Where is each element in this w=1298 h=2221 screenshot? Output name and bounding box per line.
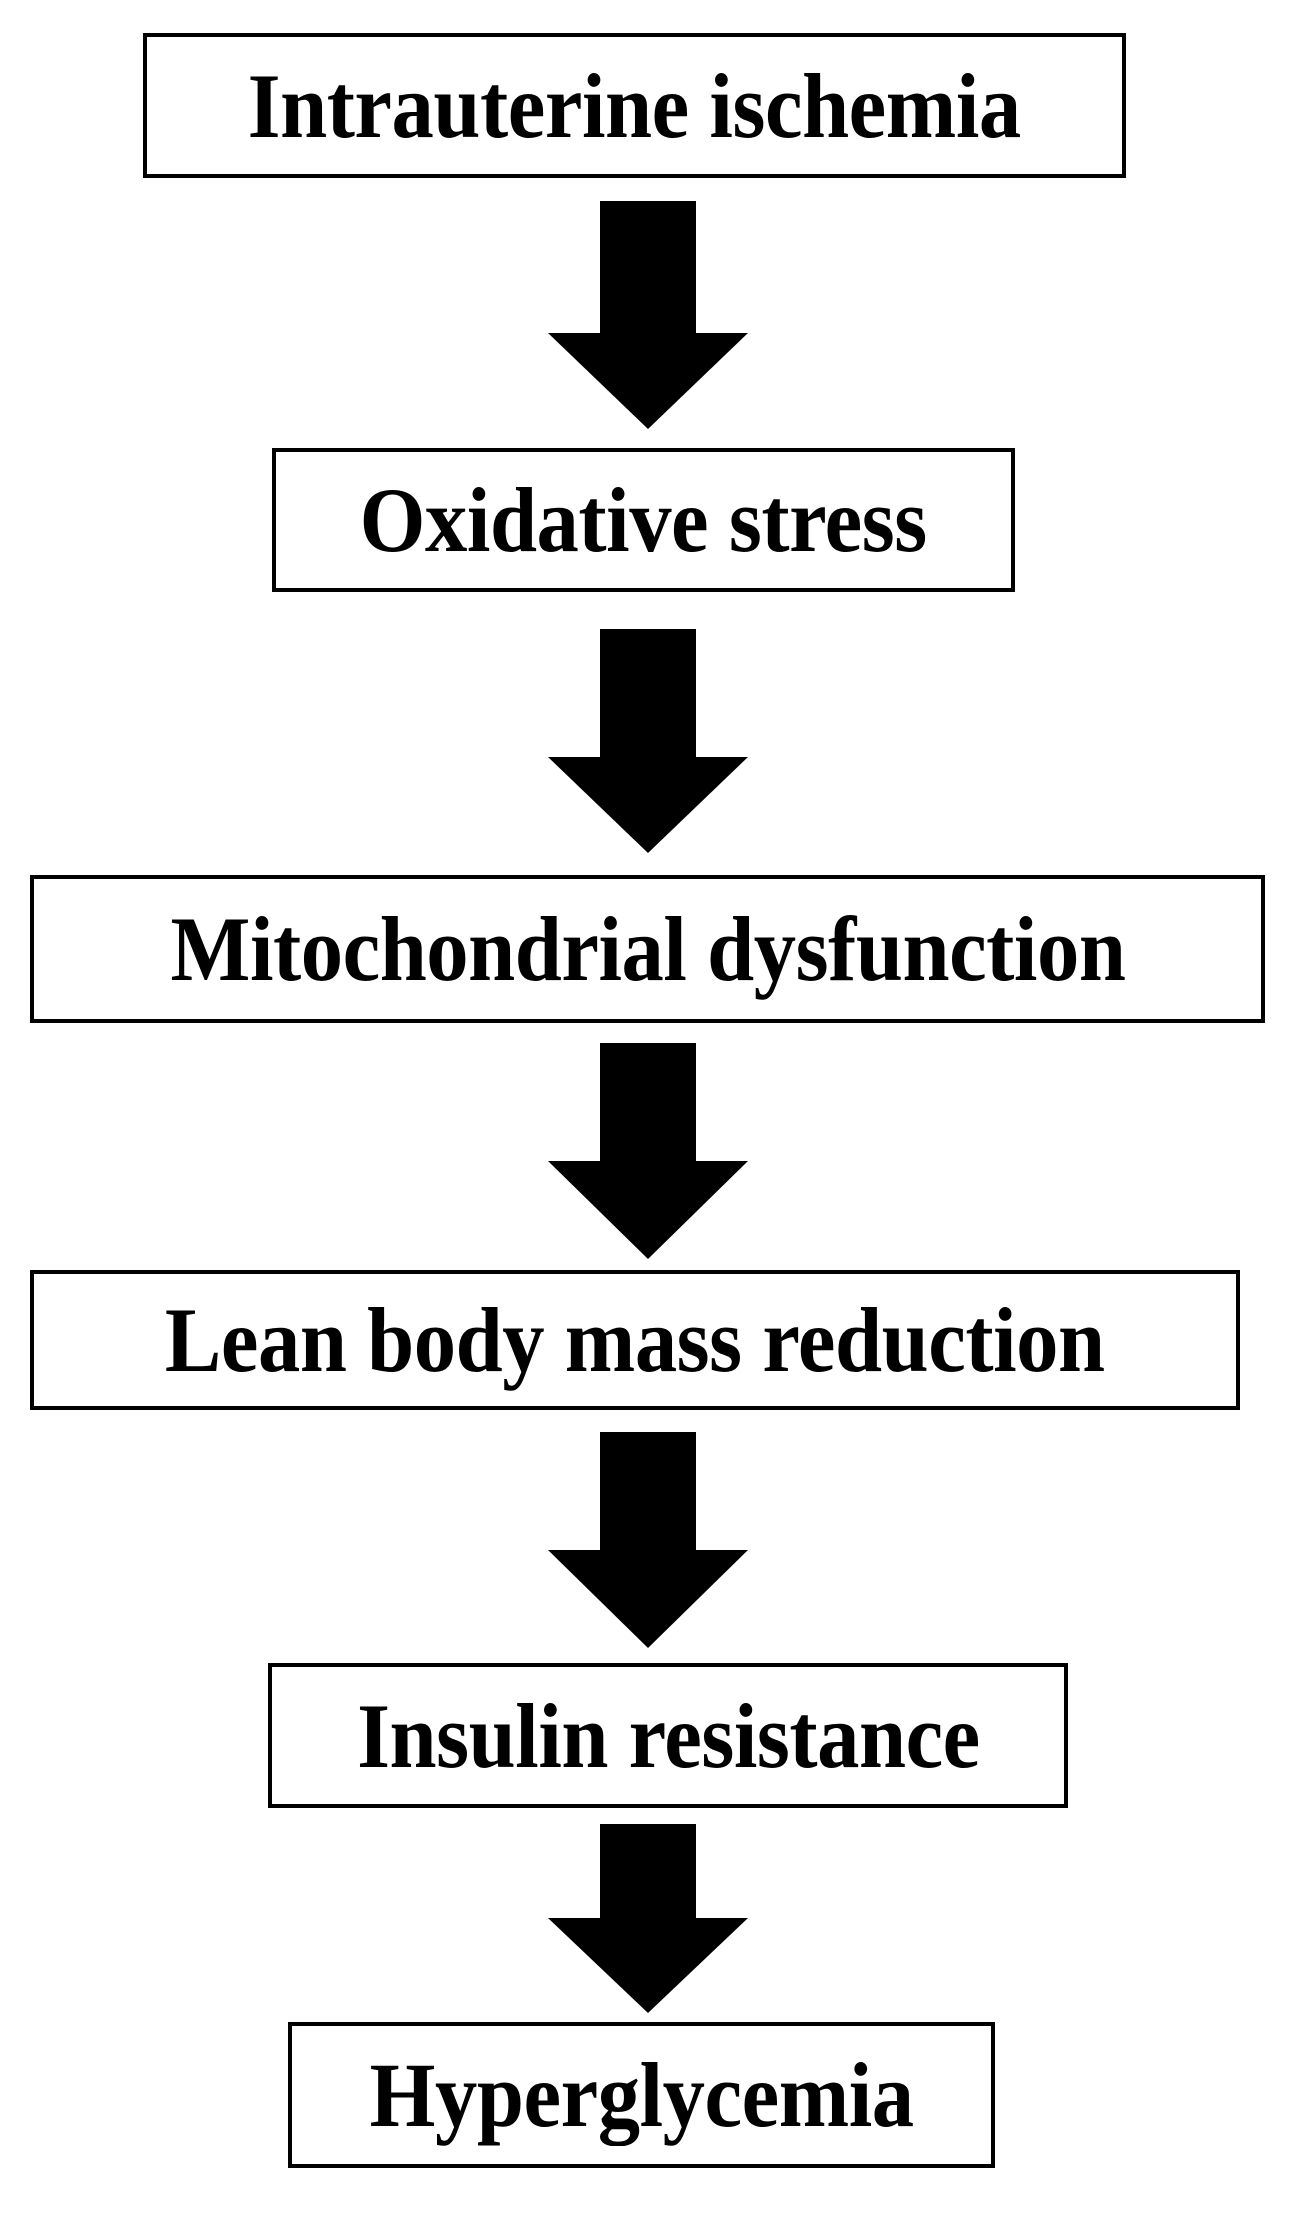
- node-label: Hyperglycemia: [369, 2044, 914, 2146]
- flowchart-node-insulin-resistance[interactable]: Insulin resistance: [268, 1663, 1068, 1808]
- flowchart-node-oxidative-stress[interactable]: Oxidative stress: [272, 448, 1015, 592]
- arrow-down-icon: [548, 201, 748, 429]
- flowchart-node-lean-body-mass-reduction[interactable]: Lean body mass reduction: [30, 1270, 1240, 1410]
- node-label: Lean body mass reduction: [165, 1289, 1105, 1391]
- node-label: Mitochondrial dysfunction: [170, 898, 1125, 1000]
- flow-arrow-down-2: [548, 629, 748, 853]
- flowchart-node-hyperglycemia[interactable]: Hyperglycemia: [288, 2022, 995, 2168]
- node-label: Oxidative stress: [359, 469, 928, 571]
- node-label: Insulin resistance: [356, 1684, 980, 1787]
- arrow-down-icon: [548, 1824, 748, 2013]
- flowchart-node-intrauterine-ischemia[interactable]: Intrauterine ischemia: [143, 33, 1126, 178]
- flow-arrow-down-5: [548, 1824, 748, 2013]
- flow-arrow-down-3: [548, 1043, 748, 1259]
- node-label: Intrauterine ischemia: [247, 54, 1022, 157]
- arrow-down-icon: [548, 1043, 748, 1259]
- flow-arrow-down-1: [548, 201, 748, 429]
- flow-arrow-down-4: [548, 1432, 748, 1648]
- arrow-down-icon: [548, 1432, 748, 1648]
- flowchart-node-mitochondrial-dysfunction[interactable]: Mitochondrial dysfunction: [30, 875, 1265, 1023]
- arrow-down-icon: [548, 629, 748, 853]
